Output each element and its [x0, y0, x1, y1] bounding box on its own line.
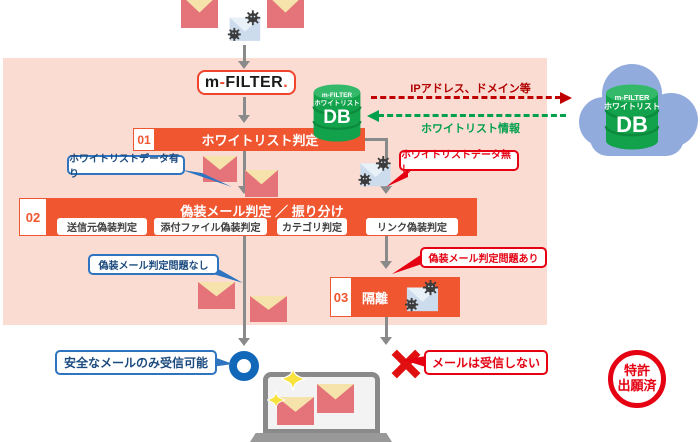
down-arrow-icon	[380, 186, 392, 194]
step2-title: 偽装メール判定 ／ 振り分け	[180, 204, 344, 219]
flow-line	[385, 236, 388, 263]
callout-tail	[386, 169, 408, 187]
flow-line	[385, 317, 388, 339]
down-arrow-icon	[380, 261, 392, 269]
cloud-db-label: DB	[616, 112, 648, 137]
virus-mail-icon	[226, 9, 263, 45]
ok-circle-icon	[229, 351, 259, 381]
logo-dot: .	[283, 73, 289, 91]
flow-line	[243, 236, 246, 340]
dashed-arrow-to-cloud	[371, 96, 561, 99]
dashed-arrow-from-cloud	[378, 114, 566, 117]
step1-bar: ホワイトリスト判定	[155, 128, 365, 151]
step3-title: 隔離	[362, 290, 389, 306]
from-cloud-label: ホワイトリスト情報	[421, 123, 520, 135]
mail-icon	[198, 282, 235, 309]
flow-line	[365, 138, 388, 141]
check-attachment-spoof: 添付ファイル偽装判定	[154, 218, 267, 235]
stamp-line2: 出願済	[617, 378, 657, 393]
m-filter-logo: m-FILTER.	[197, 70, 296, 95]
check-sender-spoof: 送信元偽装判定	[57, 218, 147, 235]
whitelist-miss-callout: ホワイトリストデータ無し	[399, 150, 519, 176]
sparkle-icon	[281, 367, 305, 391]
spoof-detected-callout: 偽装メール判定問題あり	[420, 247, 547, 268]
callout-tail	[213, 266, 243, 283]
to-cloud-label: IPアドレス、ドメイン等	[410, 83, 531, 95]
step2-number: 02	[19, 198, 47, 236]
spoof-clean-callout: 偽装メール判定問題なし	[88, 254, 219, 275]
arrowhead-left-icon	[367, 110, 379, 122]
mail-icon	[245, 170, 278, 197]
check-category: カテゴリ判定	[277, 218, 347, 235]
local-db-list: ホワイトリスト	[314, 100, 360, 107]
down-arrow-icon	[238, 338, 250, 346]
flow-line	[243, 97, 246, 117]
mail-icon	[250, 296, 287, 322]
logo-hyphen: -	[219, 73, 226, 91]
flow-line	[243, 45, 246, 62]
logo-text: m	[204, 73, 220, 91]
step3-number: 03	[330, 277, 352, 317]
not-receive-callout: メールは受信しない	[424, 350, 548, 375]
flow-line	[243, 151, 246, 188]
sparkle-icon	[267, 391, 285, 409]
step3-bar: 隔離	[352, 277, 460, 317]
mail-icon	[267, 0, 304, 28]
laptop-base	[250, 433, 392, 442]
down-arrow-icon	[238, 115, 250, 123]
callout-tail	[392, 254, 422, 274]
whitelist-hit-callout: ホワイトリストデータ有り	[67, 154, 185, 180]
mail-icon	[181, 0, 218, 28]
cloud-db-product: m-FILTER	[614, 93, 650, 102]
virus-mail-icon	[400, 280, 444, 314]
safe-receive-callout: 安全なメールのみ受信可能	[55, 350, 217, 375]
down-arrow-icon	[238, 186, 250, 194]
down-arrow-icon	[238, 61, 250, 69]
mail-icon	[317, 384, 354, 413]
step2-bar: 偽装メール判定 ／ 振り分け 送信元偽装判定 添付ファイル偽装判定 カテゴリ判定…	[47, 198, 477, 236]
callout-tail	[403, 356, 426, 367]
patent-stamp: 特許 出願済	[608, 350, 666, 408]
down-arrow-icon	[380, 337, 392, 345]
callout-tail	[182, 170, 232, 187]
arrowhead-right-icon	[560, 92, 572, 104]
cloud-db-list: ホワイトリスト	[604, 102, 660, 111]
local-db-product: m-FILTER	[321, 92, 353, 99]
local-db-label: DB	[323, 107, 351, 128]
stamp-line1: 特許	[623, 363, 650, 379]
logo-text: FILTER	[225, 73, 284, 91]
step1-number: 01	[133, 128, 155, 151]
check-link-spoof: リンク偽装判定	[366, 218, 458, 235]
